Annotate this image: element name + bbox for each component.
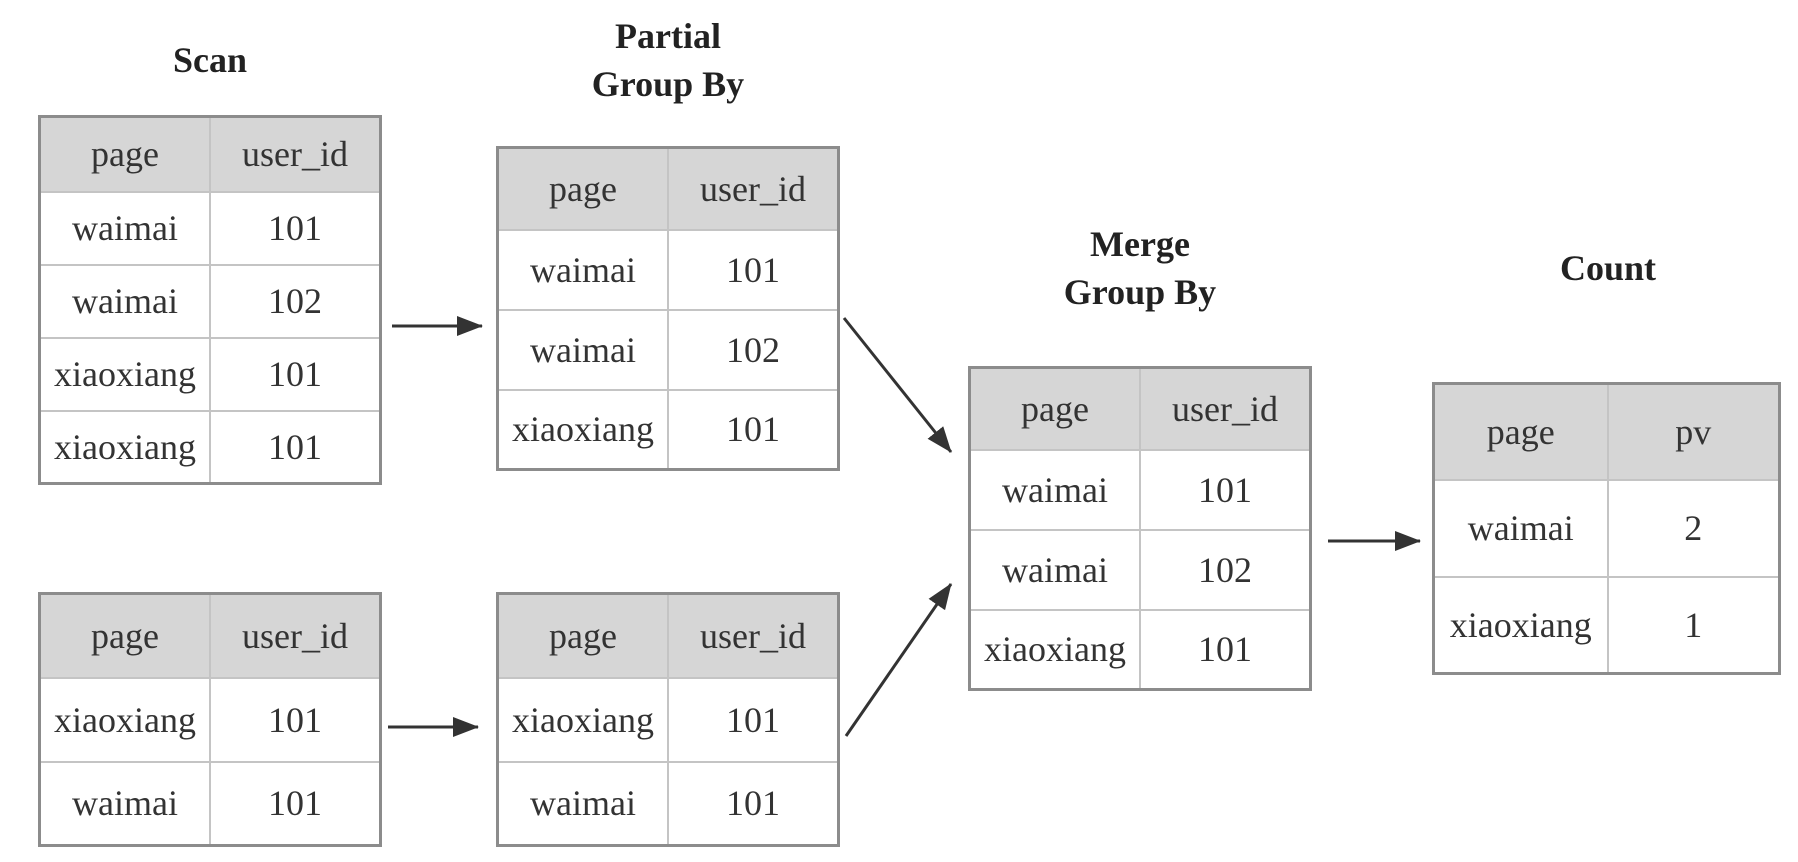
- header-user-id: user_id: [667, 592, 840, 679]
- table-row: waimai 101: [496, 760, 840, 847]
- header-page: page: [38, 592, 211, 679]
- table-row: xiaoxiang 101: [38, 409, 382, 485]
- scan-table-bottom: page user_id xiaoxiang 101 waimai 101: [38, 592, 382, 847]
- table-row: xiaoxiang 101: [496, 676, 840, 763]
- cell-user-id: 102: [209, 263, 382, 339]
- cell-page: waimai: [496, 760, 669, 847]
- cell-user-id: 101: [1139, 608, 1312, 691]
- cell-page: xiaoxiang: [38, 676, 211, 763]
- cell-page: waimai: [38, 263, 211, 339]
- cell-user-id: 101: [209, 190, 382, 266]
- count-title: Count: [1559, 248, 1657, 288]
- table-row: xiaoxiang 101: [38, 336, 382, 412]
- table-row: waimai 102: [496, 308, 840, 391]
- table-row: waimai 101: [38, 190, 382, 266]
- partial-group-by-title: Partial Group By: [498, 12, 838, 108]
- count-table: page pv waimai 2 xiaoxiang 1: [1432, 382, 1781, 675]
- header-user-id: user_id: [209, 592, 382, 679]
- table-row: waimai 102: [968, 528, 1312, 611]
- cell-page: waimai: [968, 448, 1141, 531]
- table-row: waimai 101: [496, 228, 840, 311]
- cell-page: waimai: [38, 760, 211, 847]
- table-row: xiaoxiang 101: [496, 388, 840, 471]
- merge-group-by-title: Merge Group By: [970, 220, 1310, 316]
- cell-user-id: 101: [667, 228, 840, 311]
- cell-page: waimai: [496, 228, 669, 311]
- header-page: page: [968, 366, 1141, 451]
- table-header-row: page pv: [1432, 382, 1781, 481]
- cell-page: waimai: [496, 308, 669, 391]
- table-header-row: page user_id: [38, 115, 382, 193]
- header-user-id: user_id: [1139, 366, 1312, 451]
- arrow-partial-bottom-to-merge: [844, 583, 953, 737]
- partial-table-bottom: page user_id xiaoxiang 101 waimai 101: [496, 592, 840, 847]
- table-header-row: page user_id: [496, 592, 840, 679]
- cell-user-id: 101: [209, 676, 382, 763]
- table-row: xiaoxiang 1: [1432, 575, 1781, 675]
- header-user-id: user_id: [667, 146, 840, 231]
- cell-page: xiaoxiang: [496, 388, 669, 471]
- header-page: page: [38, 115, 211, 193]
- merge-title-line1: Merge: [1090, 224, 1190, 264]
- cell-user-id: 101: [209, 336, 382, 412]
- partial-title-line1: Partial: [615, 16, 721, 56]
- scan-table-top: page user_id waimai 101 waimai 102 xiaox…: [38, 115, 382, 485]
- cell-user-id: 101: [667, 676, 840, 763]
- table-header-row: page user_id: [968, 366, 1312, 451]
- scan-title: Scan: [172, 40, 248, 80]
- partial-title-line2: Group By: [591, 64, 745, 104]
- cell-page: xiaoxiang: [38, 409, 211, 485]
- cell-page: xiaoxiang: [496, 676, 669, 763]
- table-header-row: page user_id: [38, 592, 382, 679]
- cell-pv: 2: [1606, 478, 1781, 578]
- cell-user-id: 102: [1139, 528, 1312, 611]
- header-user-id: user_id: [209, 115, 382, 193]
- table-row: waimai 102: [38, 263, 382, 339]
- cell-user-id: 101: [667, 388, 840, 471]
- cell-user-id: 101: [209, 409, 382, 485]
- table-row: xiaoxiang 101: [968, 608, 1312, 691]
- cell-page: xiaoxiang: [968, 608, 1141, 691]
- header-pv: pv: [1606, 382, 1781, 481]
- cell-page: xiaoxiang: [1432, 575, 1609, 675]
- cell-user-id: 101: [667, 760, 840, 847]
- table-row: xiaoxiang 101: [38, 676, 382, 763]
- table-row: waimai 2: [1432, 478, 1781, 578]
- table-row: waimai 101: [38, 760, 382, 847]
- cell-page: waimai: [38, 190, 211, 266]
- cell-page: waimai: [1432, 478, 1609, 578]
- arrow-partial-top-to-merge: [842, 317, 953, 453]
- header-page: page: [496, 146, 669, 231]
- header-page: page: [496, 592, 669, 679]
- merge-title-line2: Group By: [1063, 272, 1217, 312]
- cell-user-id: 101: [1139, 448, 1312, 531]
- table-row: waimai 101: [968, 448, 1312, 531]
- cell-page: xiaoxiang: [38, 336, 211, 412]
- merge-table: page user_id waimai 101 waimai 102 xiaox…: [968, 366, 1312, 691]
- partial-table-top: page user_id waimai 101 waimai 102 xiaox…: [496, 146, 840, 471]
- table-header-row: page user_id: [496, 146, 840, 231]
- cell-user-id: 102: [667, 308, 840, 391]
- cell-pv: 1: [1606, 575, 1781, 675]
- header-page: page: [1432, 382, 1609, 481]
- cell-page: waimai: [968, 528, 1141, 611]
- cell-user-id: 101: [209, 760, 382, 847]
